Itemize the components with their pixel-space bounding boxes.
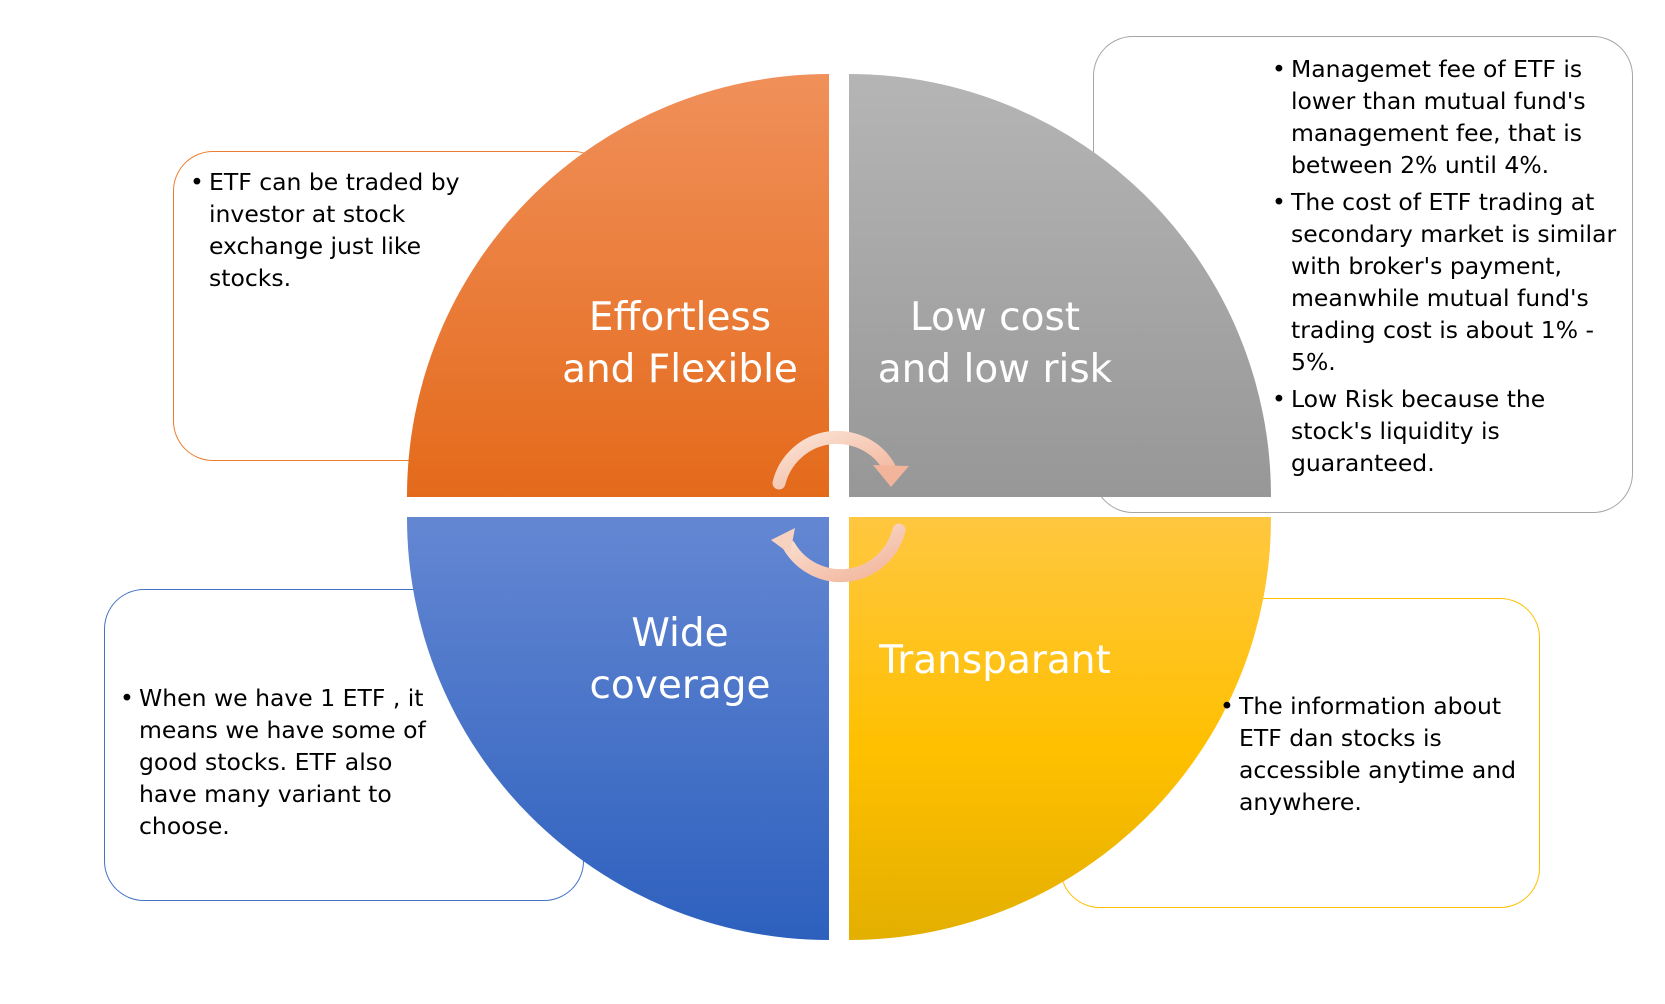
notes-transparant: The information about ETF dan stocks is … [1220,690,1520,818]
notes-wide-coverage: When we have 1 ETF , it means we have so… [120,682,430,842]
title-line: Low cost [909,295,1081,340]
title-line: Transparant [879,638,1111,683]
note-item: ETF can be traded by investor at stock e… [190,166,480,294]
title-line: Effortless [588,295,772,340]
note-item: When we have 1 ETF , it means we have so… [120,682,430,842]
quadrant-wide-coverage [406,517,829,940]
note-item: Low Risk because the stock's liquidity i… [1272,383,1617,479]
quadrant-title-transparant: Transparant [845,635,1145,687]
quadrant-title-wide-coverage: Wide coverage [530,608,830,712]
note-item: The information about ETF dan stocks is … [1220,690,1520,818]
title-line: coverage [589,663,771,708]
notes-low-cost: Managemet fee of ETF is lower than mutua… [1272,53,1617,484]
title-line: and Flexible [562,347,798,392]
quadrant-effortless [406,74,829,497]
cycle-arrows-icon [771,430,909,583]
quadrant-low-cost [849,74,1272,497]
notes-effortless: ETF can be traded by investor at stock e… [190,166,480,294]
title-line: Wide [631,611,729,656]
title-line: and low risk [877,347,1113,392]
note-item: Managemet fee of ETF is lower than mutua… [1272,53,1617,181]
quadrant-transparant [849,517,1272,940]
quadrant-title-low-cost: Low cost and low risk [845,292,1145,396]
note-item: The cost of ETF trading at secondary mar… [1272,186,1617,378]
quadrant-title-effortless: Effortless and Flexible [530,292,830,396]
